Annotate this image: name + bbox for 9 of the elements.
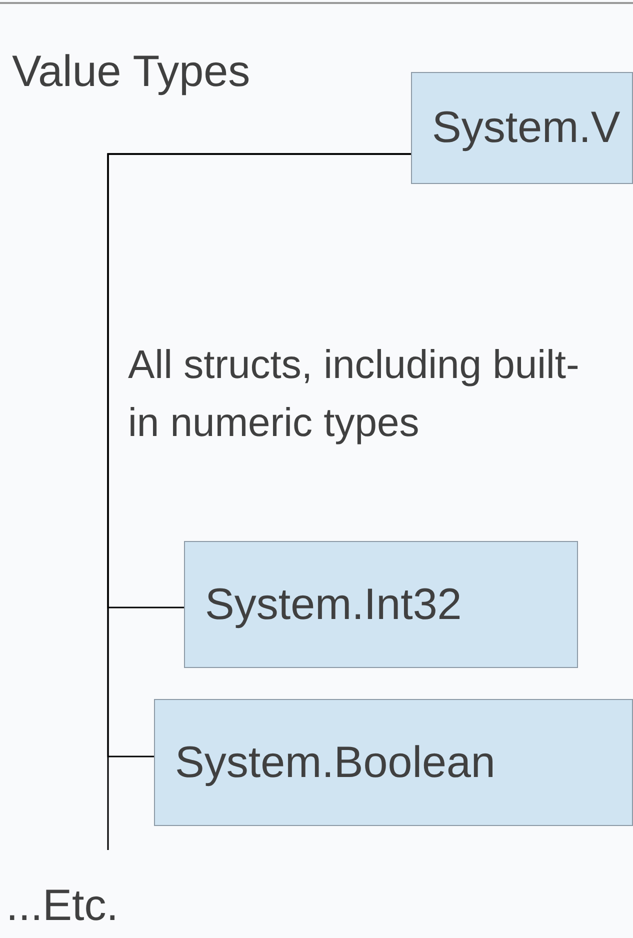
title: Value Types [12,50,250,94]
type-box [154,699,633,826]
type-name: System.Int32 [205,582,462,626]
type-name: System.V [432,106,620,150]
note-text: All structs, including built-in numeric types [128,342,580,447]
type-box [411,72,633,184]
type-name: System.Boolean [175,740,496,784]
etc-text: ...Etc. [6,884,118,928]
type-box [184,541,578,668]
